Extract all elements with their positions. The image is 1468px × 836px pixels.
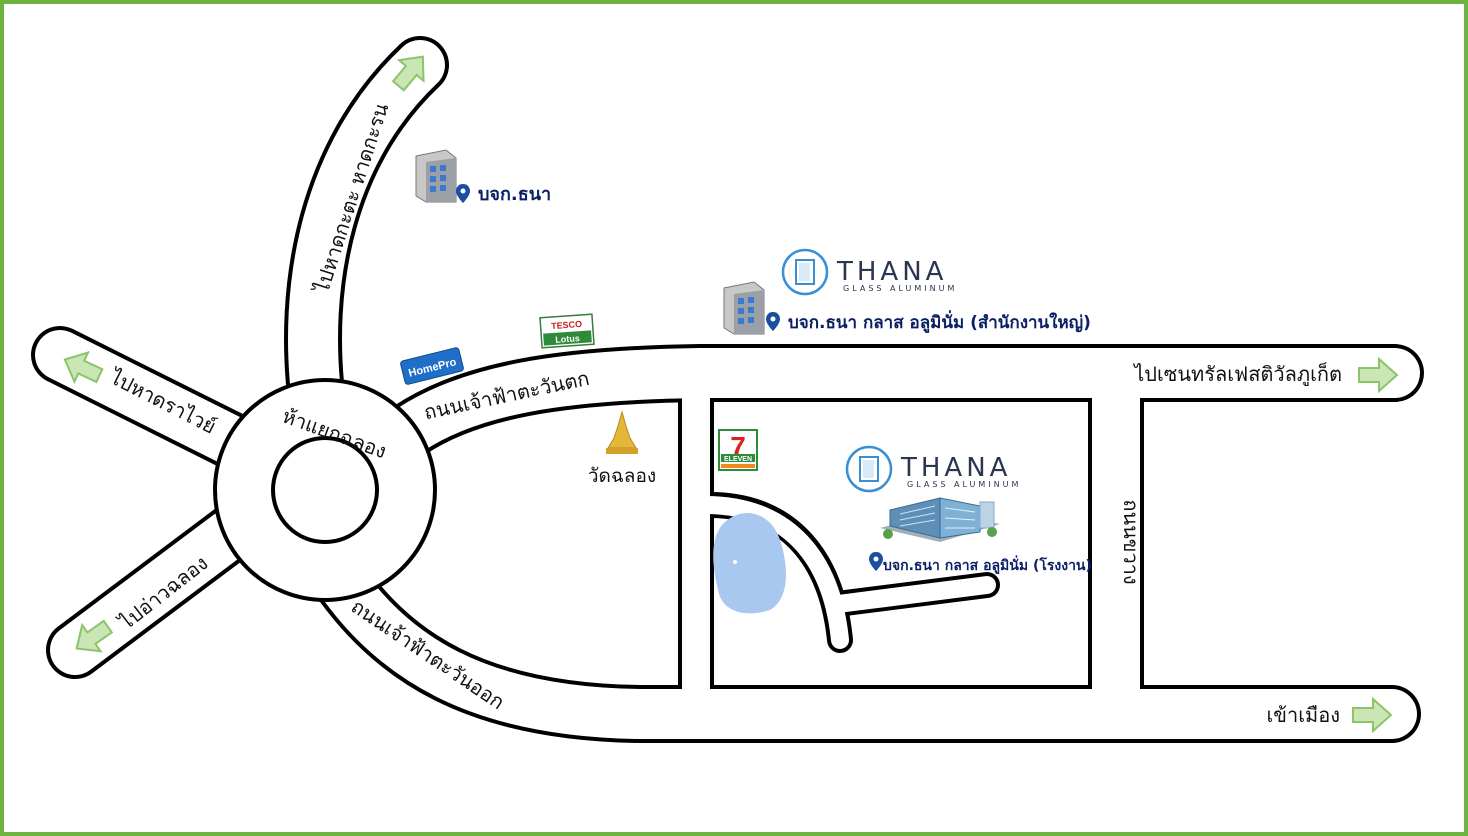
thana-logo-factory: THANA GLASS ALUMINUM: [845, 445, 1021, 493]
road-label-central-festival: ไปเซนทรัลเฟสติวัลภูเก็ต: [1132, 361, 1342, 387]
office-label-branch: บจก.ธนา: [478, 184, 551, 205]
road-soi-spur-fill: [829, 576, 996, 613]
direction-arrow-rawai: [63, 351, 104, 385]
roundabout-inner: [271, 436, 379, 544]
building-icon-hq: [723, 281, 765, 335]
factory-building-icon: [880, 497, 1000, 542]
homepro-logo: HomePro: [400, 347, 464, 385]
direction-arrow-kata: [391, 55, 425, 92]
location-pin-icon: [869, 552, 883, 571]
thana-logo-name-hq: THANA: [836, 257, 947, 287]
tesco-logo-top: TESCO: [551, 319, 583, 331]
road-kata-karon-fill: [288, 40, 445, 435]
thana-logo-name-factory: THANA: [900, 453, 1011, 483]
road-label-to-town: เข้าเมือง: [1266, 703, 1340, 727]
seven-eleven-word: ELEVEN: [724, 456, 752, 463]
thana-logo-hq: THANA GLASS ALUMINUM: [781, 248, 957, 296]
direction-arrow-to-town: [1352, 696, 1393, 734]
road-chao-fa-west-fill: [385, 348, 1420, 455]
direction-arrow-chalong-bay: [75, 619, 114, 653]
location-pin-icon: [456, 184, 470, 203]
building-icon-branch: [415, 149, 457, 203]
seven-eleven-logo: 7 ELEVEN: [718, 429, 758, 471]
location-pin-icon: [766, 312, 780, 331]
direction-arrow-central-festival: [1358, 356, 1399, 394]
temple-icon: [606, 410, 638, 454]
tesco-lotus-logo: TESCO Lotus: [539, 313, 595, 349]
lake: [713, 513, 786, 614]
office-label-factory: บจก.ธนา กลาส อลูมินั่ม (โรงงาน): [883, 555, 1092, 574]
landmark-label-wat-chalong: วัดฉลอง: [588, 465, 656, 487]
lake-marker-icon: [733, 560, 737, 564]
road-chao-fa-east-fill: [305, 540, 1417, 739]
tesco-logo-bottom: Lotus: [555, 333, 580, 345]
thana-logo-sub-hq: GLASS ALUMINUM: [843, 284, 957, 293]
thana-logo-sub-factory: GLASS ALUMINUM: [907, 480, 1021, 489]
office-label-headquarters: บจก.ธนา กลาส อลูมินั่ม (สำนักงานใหญ่): [788, 310, 1091, 334]
road-label-khwang: ถนนขวาง: [1119, 499, 1143, 584]
